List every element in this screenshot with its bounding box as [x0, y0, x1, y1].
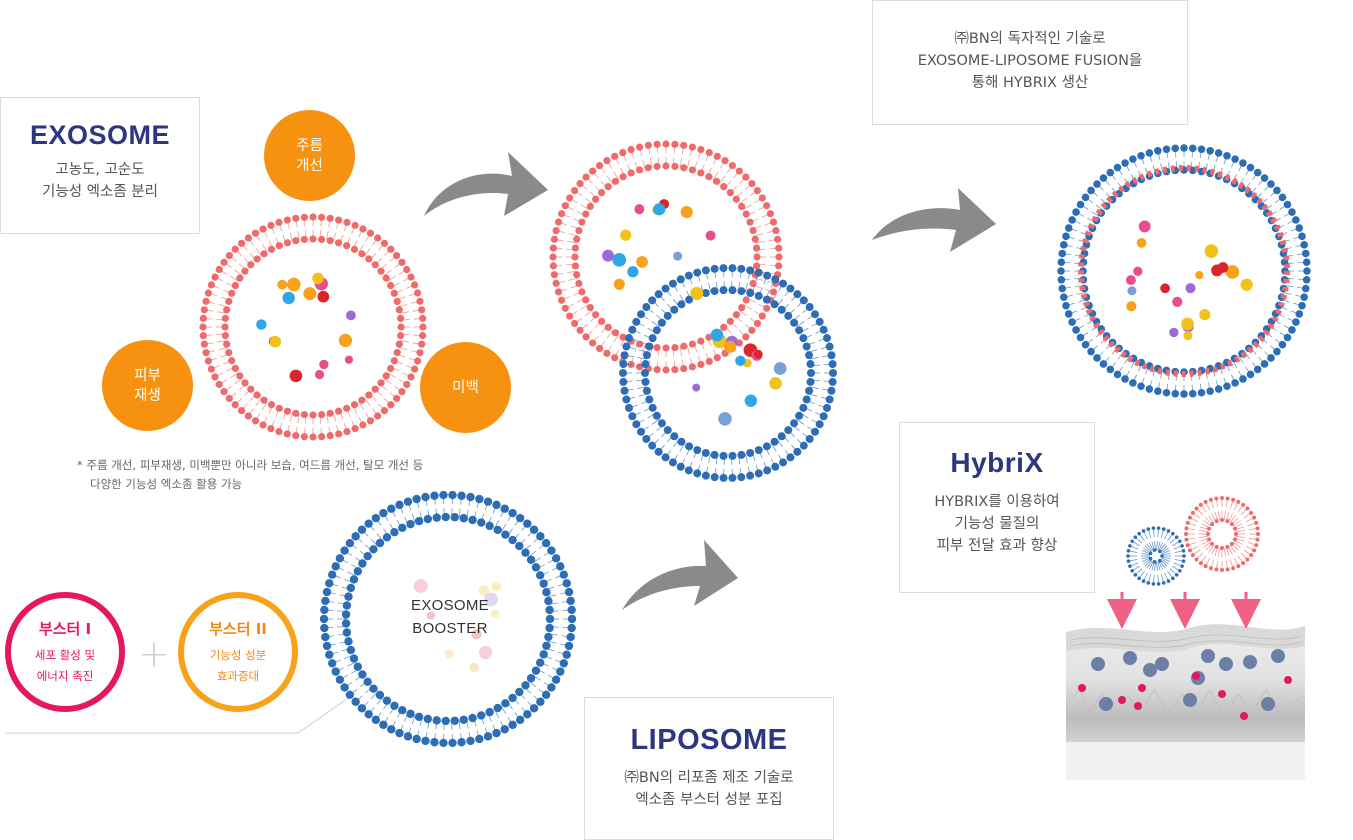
booster-1-line2: 에너지 촉진 — [36, 668, 94, 683]
footnote: * 주름 개선, 피부재생, 미백뿐만 아니라 보습, 여드름 개선, 탈모 개… — [77, 456, 423, 494]
booster-1-circle: 부스터 I 세포 활성 및 에너지 촉진 — [5, 592, 125, 712]
hybrix-particle-small — [1126, 526, 1186, 586]
exosome-booster-line1: EXOSOME — [411, 597, 489, 614]
skin-cross-section — [1066, 592, 1305, 780]
booster-2-line1: 기능성 성분 — [209, 647, 267, 662]
footnote-line1: * 주름 개선, 피부재생, 미백뿐만 아니라 보습, 여드름 개선, 탈모 개… — [77, 458, 424, 472]
benefit-whitening-label: 미백 — [452, 379, 479, 396]
exosome-info-box: EXOSOME 고농도, 고순도 기능성 엑소좀 분리 — [0, 97, 200, 234]
liposome-desc-line2: 엑소좀 부스터 성분 포집 — [635, 792, 783, 808]
liposome-booster-membrane — [319, 490, 577, 748]
exosome-membrane — [199, 213, 427, 441]
exosome-booster-label: EXOSOME BOOSTER — [390, 594, 510, 640]
booster-2-line2: 효과증대 — [216, 668, 260, 683]
benefit-whitening-circle: 미백 — [420, 342, 511, 433]
booster-2-circle: 부스터 II 기능성 성분 효과증대 — [178, 592, 298, 712]
exosome-booster-line2: BOOSTER — [412, 620, 488, 637]
booster-2-title: 부스터 II — [209, 619, 267, 638]
exosome-title: EXOSOME — [29, 120, 171, 150]
benefit-skin-line2: 재생 — [134, 387, 161, 404]
fusion-line1: ㈜BN의 독자적인 기술로 — [954, 31, 1106, 47]
hybrix-desc-line2: 기능성 물질의 — [954, 516, 1040, 532]
footnote-line2: 다양한 기능성 엑소좀 활용 가능 — [90, 477, 243, 491]
booster-connector-line — [5, 691, 358, 734]
fusion-exosome-membrane — [549, 140, 783, 374]
process-arrows — [424, 152, 996, 610]
arrow-fusion-to-hybrix — [872, 188, 996, 252]
hybrix-desc-line3: 피부 전달 효과 향상 — [936, 538, 1058, 554]
fusion-liposome-membrane — [619, 264, 837, 482]
benefit-wrinkle-line1: 주름 — [296, 137, 323, 154]
fusion-info-box: ㈜BN의 독자적인 기술로 EXOSOME-LIPOSOME FUSION을 통… — [872, 0, 1188, 125]
arrow-liposome-to-fusion — [622, 540, 738, 610]
hybrix-title: HybriX — [950, 447, 1044, 478]
hybrix-desc-line1: HYBRIX를 이용하여 — [934, 494, 1060, 510]
liposome-info-box: LIPOSOME ㈜BN의 리포좀 제조 기술로 엑소좀 부스터 성분 포집 — [584, 697, 834, 840]
booster-1-title: 부스터 I — [38, 619, 92, 638]
fusion-line3: 통해 HYBRIX 생산 — [971, 75, 1089, 91]
hybrix-inner-layer — [1078, 165, 1290, 377]
benefit-wrinkle-line2: 개선 — [296, 157, 323, 174]
booster-1-line1: 세포 활성 및 — [34, 647, 96, 662]
hybrix-outer-membrane — [1057, 144, 1311, 398]
exosome-desc-line1: 고농도, 고순도 — [55, 162, 145, 178]
exosome-desc-line2: 기능성 엑소좀 분리 — [42, 184, 158, 200]
plus-sign: + — [138, 632, 170, 676]
fusion-line2: EXOSOME-LIPOSOME FUSION을 — [917, 53, 1143, 69]
arrow-exosome-to-fusion — [424, 152, 548, 216]
hybrix-info-box: HybriX HYBRIX를 이용하여 기능성 물질의 피부 전달 효과 향상 — [899, 422, 1095, 593]
hybrix-particle-large — [1184, 496, 1260, 572]
liposome-title: LIPOSOME — [630, 724, 788, 756]
benefit-skin-line1: 피부 — [134, 367, 161, 384]
liposome-desc-line1: ㈜BN의 리포좀 제조 기술로 — [624, 770, 794, 786]
